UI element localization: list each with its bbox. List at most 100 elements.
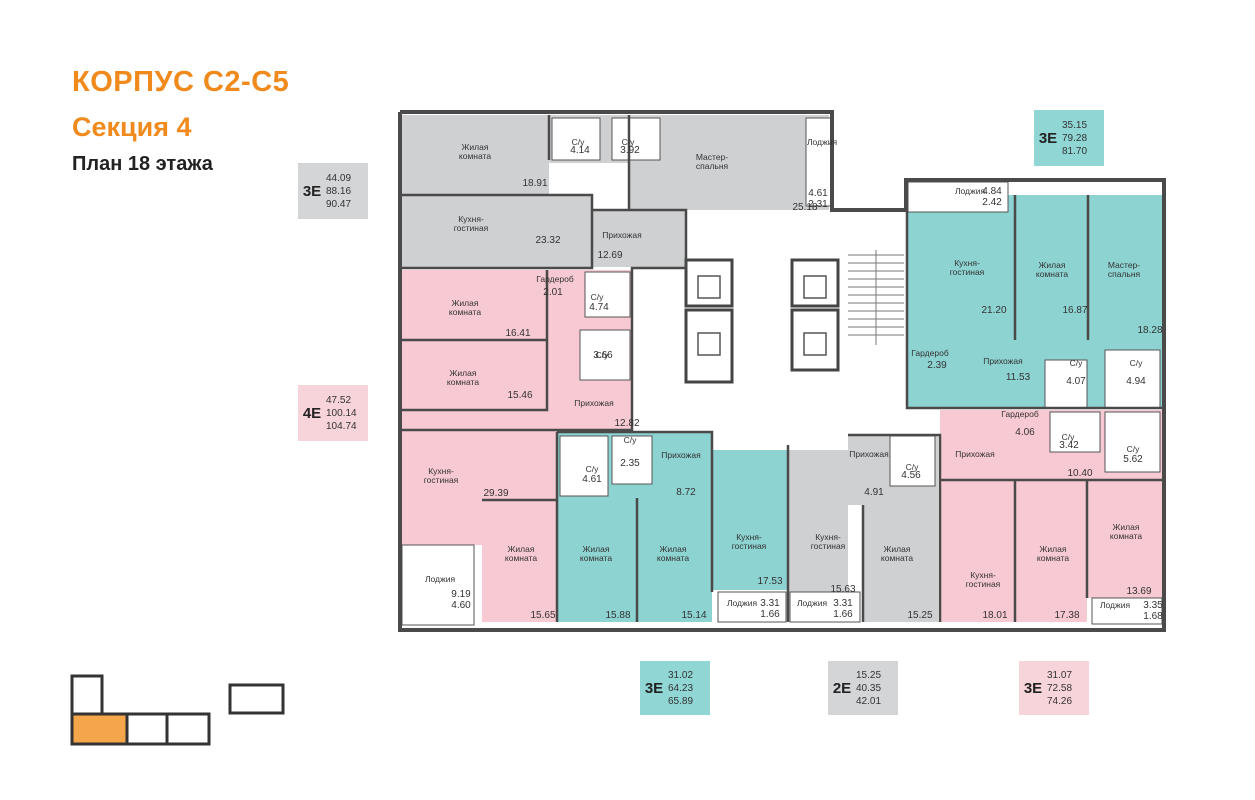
living-area: 31.07: [1047, 669, 1073, 681]
room-area: 4.06: [1015, 427, 1035, 438]
room-area: 3.66: [593, 350, 613, 361]
room-name: С/у: [1062, 432, 1076, 442]
room-label[interactable]: С/у4.61: [582, 464, 602, 485]
room-area: 17.38: [1054, 610, 1079, 621]
room-name: Жилая: [1113, 522, 1140, 532]
room-name: комната: [657, 553, 689, 563]
room-name: Жилая: [452, 298, 479, 308]
room-label[interactable]: С/у4.56: [901, 462, 921, 481]
room-area: 8.72: [676, 487, 696, 498]
apartment-code: 3E: [1038, 129, 1058, 147]
room-area-reduced: 1.66: [760, 609, 780, 620]
section-title: Секция 4: [72, 112, 192, 142]
room-name: гостиная: [732, 541, 767, 551]
room-area: 17.53: [757, 576, 782, 587]
room-label[interactable]: С/у2.35: [620, 435, 640, 469]
room-area: 15.25: [907, 610, 932, 621]
total-area: 100.14: [326, 407, 357, 419]
room-label[interactable]: Кухня-гостиная 17.53: [732, 532, 783, 587]
room-name: С/у: [596, 350, 610, 360]
room-name: Мастер-: [1108, 260, 1140, 270]
room-area: 5.62: [1123, 454, 1143, 465]
room-label[interactable]: С/у3.92: [620, 137, 640, 156]
living-area: 15.25: [856, 669, 882, 681]
room-name: С/у: [591, 292, 605, 302]
room-name: Прихожая: [849, 449, 889, 459]
apartment-gray-top[interactable]: [402, 115, 829, 267]
room-area: 3.31: [833, 598, 853, 609]
room-name: Жилая: [1039, 260, 1066, 270]
room-name: Кухня-: [736, 532, 762, 542]
apartment-code: 3E: [302, 182, 322, 200]
room-area: 4.14: [570, 145, 590, 156]
room-name: Кухня-: [970, 570, 996, 580]
room-area-reduced: 1.68: [1143, 611, 1163, 622]
room-name: гостиная: [424, 475, 459, 485]
room-area: 12.69: [597, 250, 622, 261]
total-area-with-loggia: 90.47: [326, 198, 352, 210]
room-area-reduced: 1.66: [833, 609, 853, 620]
room-area: 15.46: [507, 390, 532, 401]
key-plan-current-section: [70, 712, 129, 746]
room-name: С/у: [586, 464, 600, 474]
room-label[interactable]: Прихожая 8.72: [661, 450, 701, 498]
key-plan-block: [165, 712, 211, 746]
room-name: Гардероб: [536, 274, 574, 284]
room-area: 4.61: [808, 188, 828, 199]
room-label[interactable]: С/у3.66: [593, 350, 613, 361]
building-title: КОРПУС С2-С5: [72, 66, 290, 98]
room-name: гостиная: [454, 223, 489, 233]
room-label[interactable]: С/у3.42: [1059, 432, 1079, 451]
room-name: Прихожая: [983, 356, 1023, 366]
room-area: 3.92: [620, 145, 640, 156]
room-name: С/у: [906, 462, 920, 472]
room-label[interactable]: С/у4.07: [1066, 358, 1086, 387]
room-label[interactable]: С/у4.74: [589, 292, 609, 313]
room-name: комната: [580, 553, 612, 563]
room-label[interactable]: С/у4.94: [1126, 358, 1146, 387]
room-name: Прихожая: [661, 450, 701, 460]
room-area: 10.40: [1067, 468, 1092, 479]
room-area: 15.65: [530, 610, 555, 621]
room-label[interactable]: С/у5.62: [1123, 444, 1143, 465]
room-area: 18.91: [522, 178, 547, 189]
room-label[interactable]: С/у4.14: [570, 137, 590, 156]
